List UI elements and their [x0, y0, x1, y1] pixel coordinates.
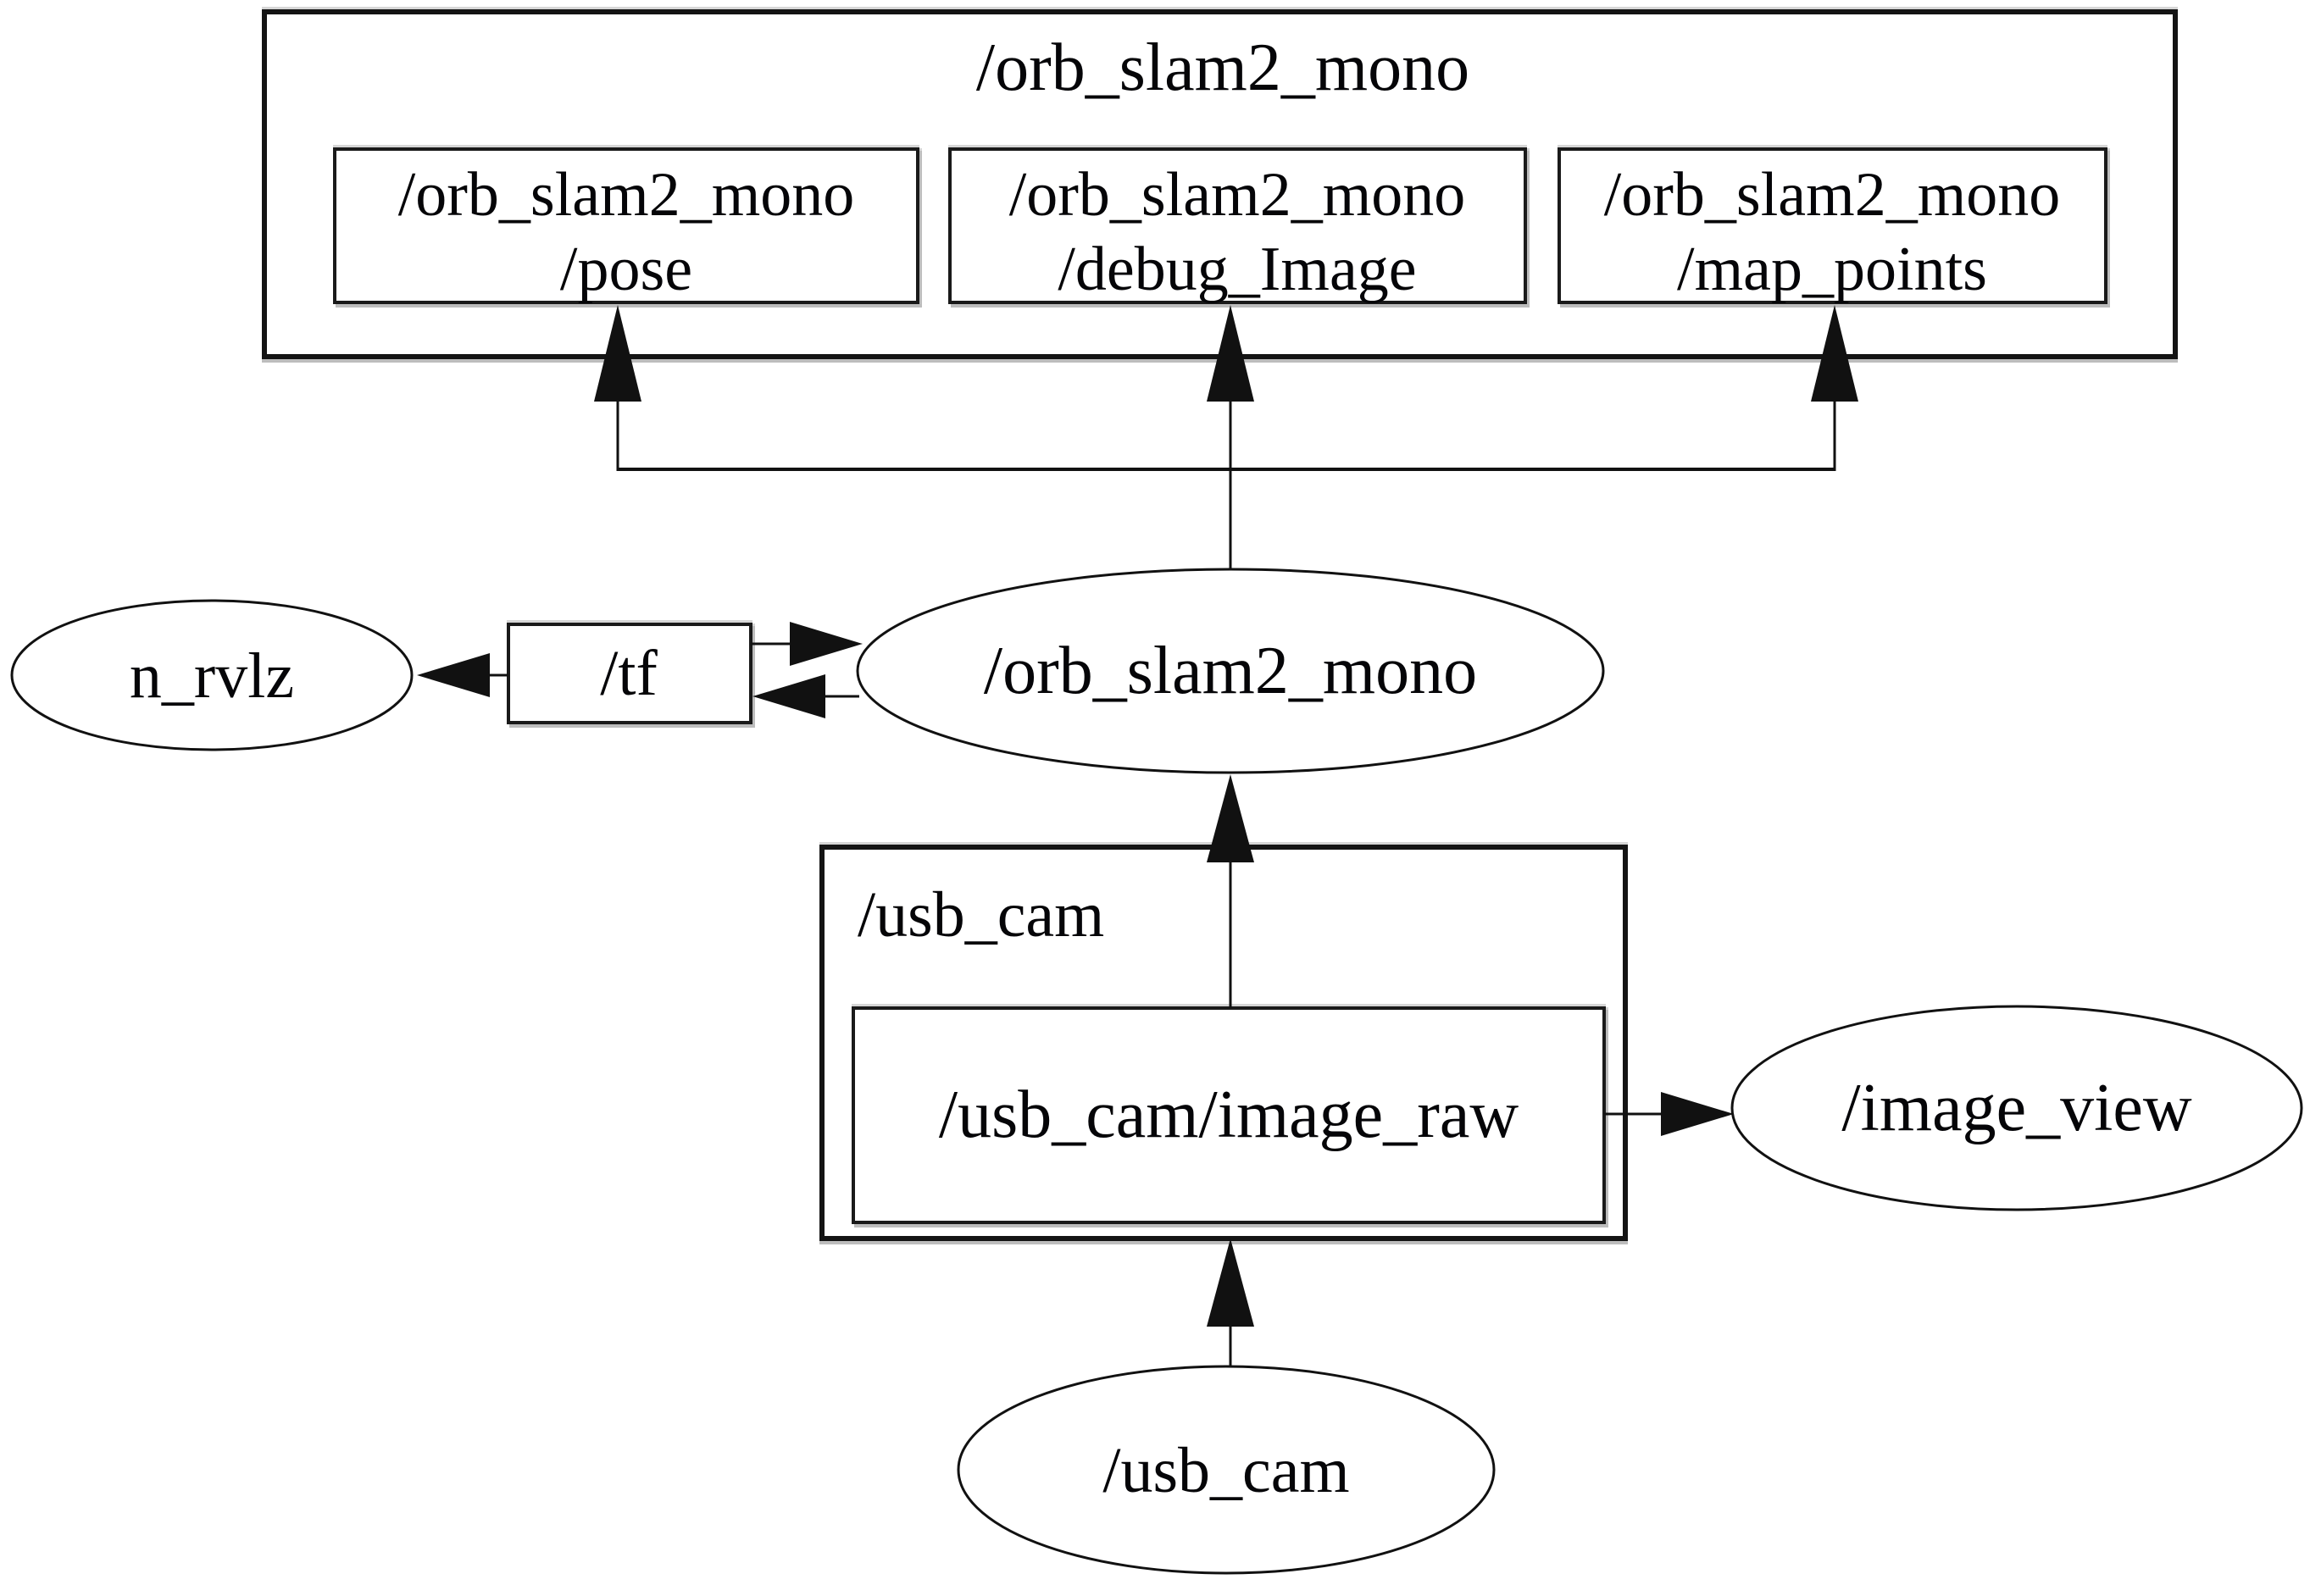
arrowhead-up-orb [1207, 774, 1254, 862]
topic-debug-image-line1: /orb_slam2_mono [1009, 160, 1466, 230]
arrowhead-right-orb [790, 622, 863, 666]
node-ellipse-orb-slam2-mono [856, 568, 1605, 774]
topic-rect-image-raw [852, 1006, 1606, 1224]
arrowhead-left-tf [752, 674, 825, 718]
topic-pose-line1: /orb_slam2_mono [398, 160, 855, 230]
node-group-n-rvlz: n_rvlz [10, 599, 414, 751]
topic-box-image-raw: /usb_cam/image_raw [852, 1006, 1606, 1224]
topic-map-points-line2: /map_points [1677, 235, 1987, 304]
topic-box-map-points: /orb_slam2_mono /map_points [1558, 147, 2107, 304]
namespace-group-usb-cam: /usb_cam /usb_cam/image_raw [819, 845, 1628, 1241]
edge-orb-node-to-topics [594, 305, 1858, 569]
topic-image-raw-label: /usb_cam/image_raw [939, 1078, 1519, 1152]
arrowhead-up-debug-image [1207, 305, 1254, 402]
namespace-title-usb-cam: /usb_cam [858, 879, 1104, 950]
node-label-orb-slam2-mono: /orb_slam2_mono [984, 634, 1477, 708]
edge-image-raw-to-image-view [1604, 1092, 1734, 1136]
node-label-image-view: /image_view [1841, 1071, 2191, 1145]
node-ellipse-usb-cam [957, 1365, 1496, 1575]
topic-box-debug-image: /orb_slam2_mono /debug_Image [948, 147, 1527, 304]
topic-rect-tf [507, 623, 752, 724]
topic-pose-line2: /pose [560, 235, 692, 304]
edge-image-raw-to-orb [1207, 774, 1254, 1008]
edge-usb-cam-to-image-raw [1207, 1239, 1254, 1366]
node-group-image-view: /image_view [1730, 1005, 2303, 1211]
arrowhead-up-image-raw [1207, 1239, 1254, 1327]
node-ellipse-image-view [1730, 1005, 2303, 1211]
arrowhead-up-pose [594, 305, 641, 402]
topic-tf-label: /tf [600, 638, 658, 709]
arrowhead-right-image-view [1661, 1092, 1734, 1136]
edge-tf-to-n-rvlz [417, 653, 508, 697]
topic-rect-pose [333, 147, 919, 304]
namespace-group-orb-slam2-mono: /orb_slam2_mono /orb_slam2_mono /pose /o… [262, 9, 2178, 359]
node-label-usb-cam: /usb_cam [1102, 1435, 1349, 1506]
topic-map-points-line1: /orb_slam2_mono [1604, 160, 2061, 230]
topic-rect-map-points [1558, 147, 2107, 304]
topic-box-tf: /tf [507, 623, 752, 724]
arrowhead-up-map-points [1811, 305, 1858, 402]
topic-rect-debug-image [948, 147, 1527, 304]
node-group-usb-cam: /usb_cam [957, 1365, 1496, 1575]
topic-debug-image-line2: /debug_Image [1058, 235, 1416, 304]
namespace-title-orb-slam2-mono: /orb_slam2_mono [976, 30, 1469, 105]
node-group-orb-slam2-mono: /orb_slam2_mono [856, 568, 1605, 774]
edge-tf-to-orb [751, 622, 863, 666]
arrowhead-left-n-rvlz [417, 653, 490, 697]
node-label-n-rvlz: n_rvlz [130, 640, 294, 712]
topic-box-pose: /orb_slam2_mono /pose [333, 147, 919, 304]
edge-orb-to-tf [752, 674, 859, 718]
node-ellipse-n-rvlz [10, 599, 414, 751]
